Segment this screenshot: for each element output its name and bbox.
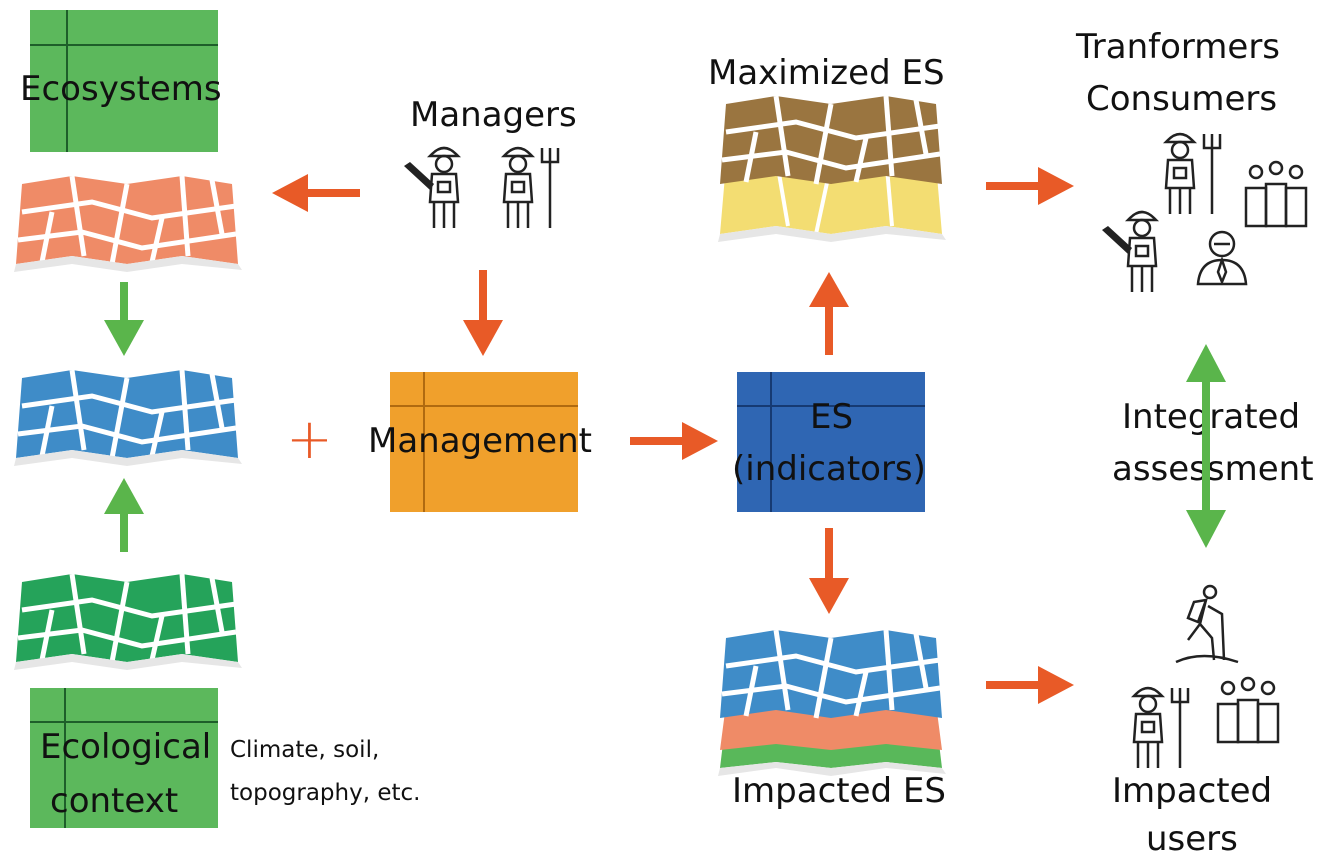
es-label: ES	[810, 397, 854, 437]
es-indicators-label: (indicators)	[732, 449, 926, 489]
group-people-icon	[1244, 160, 1308, 228]
plus-sign: +	[286, 407, 333, 472]
maximized-es-label: Maximized ES	[708, 53, 945, 93]
impacted-label: Impacted	[1112, 771, 1273, 811]
arrow-impacted-to-users	[986, 666, 1074, 704]
arrow-integrated-assessment	[1186, 344, 1226, 548]
map-green-icon	[14, 573, 242, 670]
ecosystems-box	[30, 10, 218, 152]
integrated-label: Integrated	[1122, 397, 1301, 437]
ecological-label: Ecological	[40, 727, 212, 767]
map-salmon-icon	[14, 175, 242, 272]
context-note-line2: topography, etc.	[230, 780, 421, 806]
context-label: context	[50, 781, 179, 821]
context-note-line1: Climate, soil,	[230, 737, 380, 763]
businessman-icon	[1196, 230, 1248, 286]
arrow-management-to-es	[630, 422, 718, 460]
assessment-label: assessment	[1112, 449, 1314, 489]
consumers-label: Consumers	[1086, 79, 1278, 119]
ecological-context-box	[30, 688, 218, 828]
hiker-icon	[1175, 584, 1239, 664]
farmer-chainsaw-icon	[404, 146, 462, 228]
users-label: users	[1146, 819, 1238, 859]
arrow-es-to-impacted	[809, 528, 849, 614]
managers-label: Managers	[410, 95, 577, 135]
arrow-salmon-to-blue	[104, 282, 144, 356]
arrow-managers-to-management	[463, 270, 503, 356]
es-indicators-box	[737, 372, 925, 512]
farmer-pitchfork-icon	[1130, 686, 1190, 768]
map-brown-icon	[718, 95, 946, 242]
impacted-es-label: Impacted ES	[732, 771, 946, 811]
group-people-icon	[1216, 676, 1280, 744]
ecosystems-label: Ecosystems	[20, 69, 222, 109]
map-layered-icon	[718, 629, 946, 776]
transformers-label: Tranformers	[1076, 27, 1281, 67]
farmer-pitchfork-icon	[1162, 132, 1222, 214]
arrow-es-to-maximized	[809, 272, 849, 355]
arrow-managers-to-map	[272, 174, 360, 212]
management-label: Management	[368, 421, 592, 461]
arrow-maximized-to-transformers	[986, 167, 1074, 205]
map-blue-icon	[14, 369, 242, 466]
arrow-green-to-blue	[104, 478, 144, 552]
management-box	[390, 372, 578, 512]
farmer-chainsaw-icon	[1102, 210, 1160, 292]
farmer-pitchfork-icon	[500, 146, 560, 228]
